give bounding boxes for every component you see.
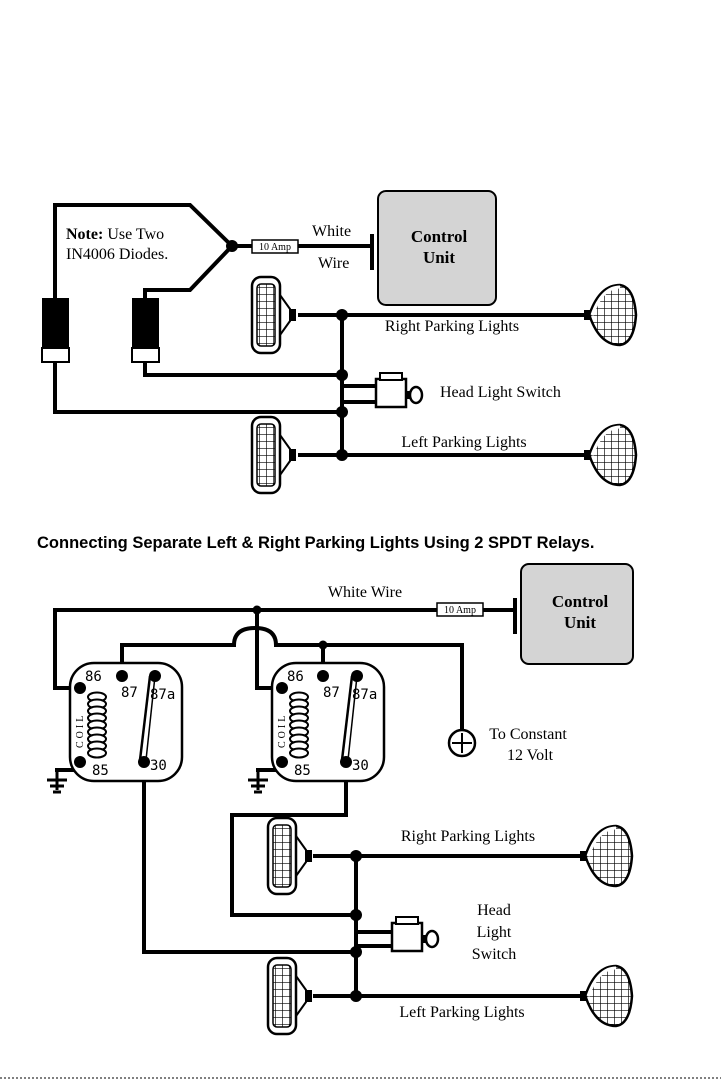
terminal-86-label: 86 <box>287 669 304 685</box>
right-taillamp-icon <box>578 824 634 888</box>
constant-label: To Constant <box>489 726 567 743</box>
constant-label-line2: 12 Volt <box>507 747 554 764</box>
fuse-label: 10 Amp <box>444 605 476 616</box>
white-wire-label: White Wire <box>328 584 402 601</box>
left-taillamp-icon <box>582 423 638 487</box>
coil-label: COIL <box>277 713 288 748</box>
head-light-switch-label-line2: Light <box>477 924 512 941</box>
left-parking-label: Left Parking Lights <box>399 1004 524 1021</box>
coil-icon <box>289 691 309 759</box>
head-light-switch-label: Head Light Switch <box>440 384 561 401</box>
wire-label: White <box>312 223 351 240</box>
diode-left <box>41 298 70 363</box>
junction-dot <box>350 909 362 921</box>
coil-icon <box>87 691 107 759</box>
right-headlamp-icon <box>266 816 314 896</box>
terminal-85-label: 85 <box>294 763 311 779</box>
diode-note-line2: IN4006 Diodes. <box>66 246 168 263</box>
junction-dot <box>226 240 238 252</box>
junction-dot <box>336 449 348 461</box>
junction-dot <box>350 946 362 958</box>
section-heading: Connecting Separate Left & Right Parking… <box>37 534 594 552</box>
bottom-junctions <box>252 605 362 1002</box>
terminal-87a-label: 87a <box>352 687 377 703</box>
ground-icon <box>246 768 270 794</box>
left-headlamp-icon <box>266 956 314 1036</box>
control-unit-label-line2: Unit <box>564 613 596 632</box>
right-parking-label: Right Parking Lights <box>385 318 519 335</box>
control-unit-label: Control <box>411 227 468 246</box>
fuse-label: 10 Amp <box>259 242 291 253</box>
control-unit-label: Control <box>552 592 609 611</box>
coil-label: COIL <box>75 713 86 748</box>
right-parking-label: Right Parking Lights <box>401 828 535 845</box>
junction-dot <box>252 605 262 615</box>
terminal-85-label: 85 <box>92 763 109 779</box>
junction-dot <box>350 850 362 862</box>
relay-2: COIL 86 87 87a 85 30 <box>270 661 386 783</box>
terminal-30-label: 30 <box>352 758 369 774</box>
junction-dot <box>336 369 348 381</box>
right-headlamp-icon <box>250 275 298 355</box>
terminal-86-label: 86 <box>85 669 102 685</box>
junction-dot <box>350 990 362 1002</box>
fuse-bottom: 10 Amp <box>436 602 484 617</box>
top-diagram: Note: Use Two IN4006 Diodes. 10 Amp Whit… <box>41 190 638 495</box>
terminal-87a-label: 87a <box>150 687 175 703</box>
control-unit-top: Control Unit <box>377 190 497 306</box>
head-light-switch-icon <box>390 915 440 953</box>
constant-12v-terminal <box>447 728 477 758</box>
junction-dot <box>336 406 348 418</box>
right-taillamp-icon <box>582 283 638 347</box>
ground-icon <box>45 768 69 794</box>
terminal-87-label: 87 <box>323 685 340 701</box>
diode-right <box>131 298 160 363</box>
junction-dot <box>318 640 328 650</box>
terminal-30-label: 30 <box>150 758 167 774</box>
fuse-top: 10 Amp <box>251 239 299 254</box>
left-taillamp-icon <box>578 964 634 1028</box>
junction-dot <box>336 309 348 321</box>
bottom-diagram: White Wire 10 Amp Control Unit COIL 86 8… <box>45 563 634 1036</box>
diode-note: Note: Use Two <box>66 226 164 243</box>
control-unit-label-line2: Unit <box>423 248 455 267</box>
relay-1: COIL 86 87 87a 85 30 <box>68 661 184 783</box>
control-unit-bottom: Control Unit <box>520 563 634 665</box>
head-light-switch-label-line3: Switch <box>472 946 516 963</box>
head-light-switch-label: Head <box>477 902 511 919</box>
left-headlamp-icon <box>250 415 298 495</box>
terminal-87-label: 87 <box>121 685 138 701</box>
wire-label-line2: Wire <box>318 255 349 272</box>
head-light-switch-icon <box>374 371 424 409</box>
top-junctions <box>226 240 348 461</box>
left-parking-label: Left Parking Lights <box>401 434 526 451</box>
